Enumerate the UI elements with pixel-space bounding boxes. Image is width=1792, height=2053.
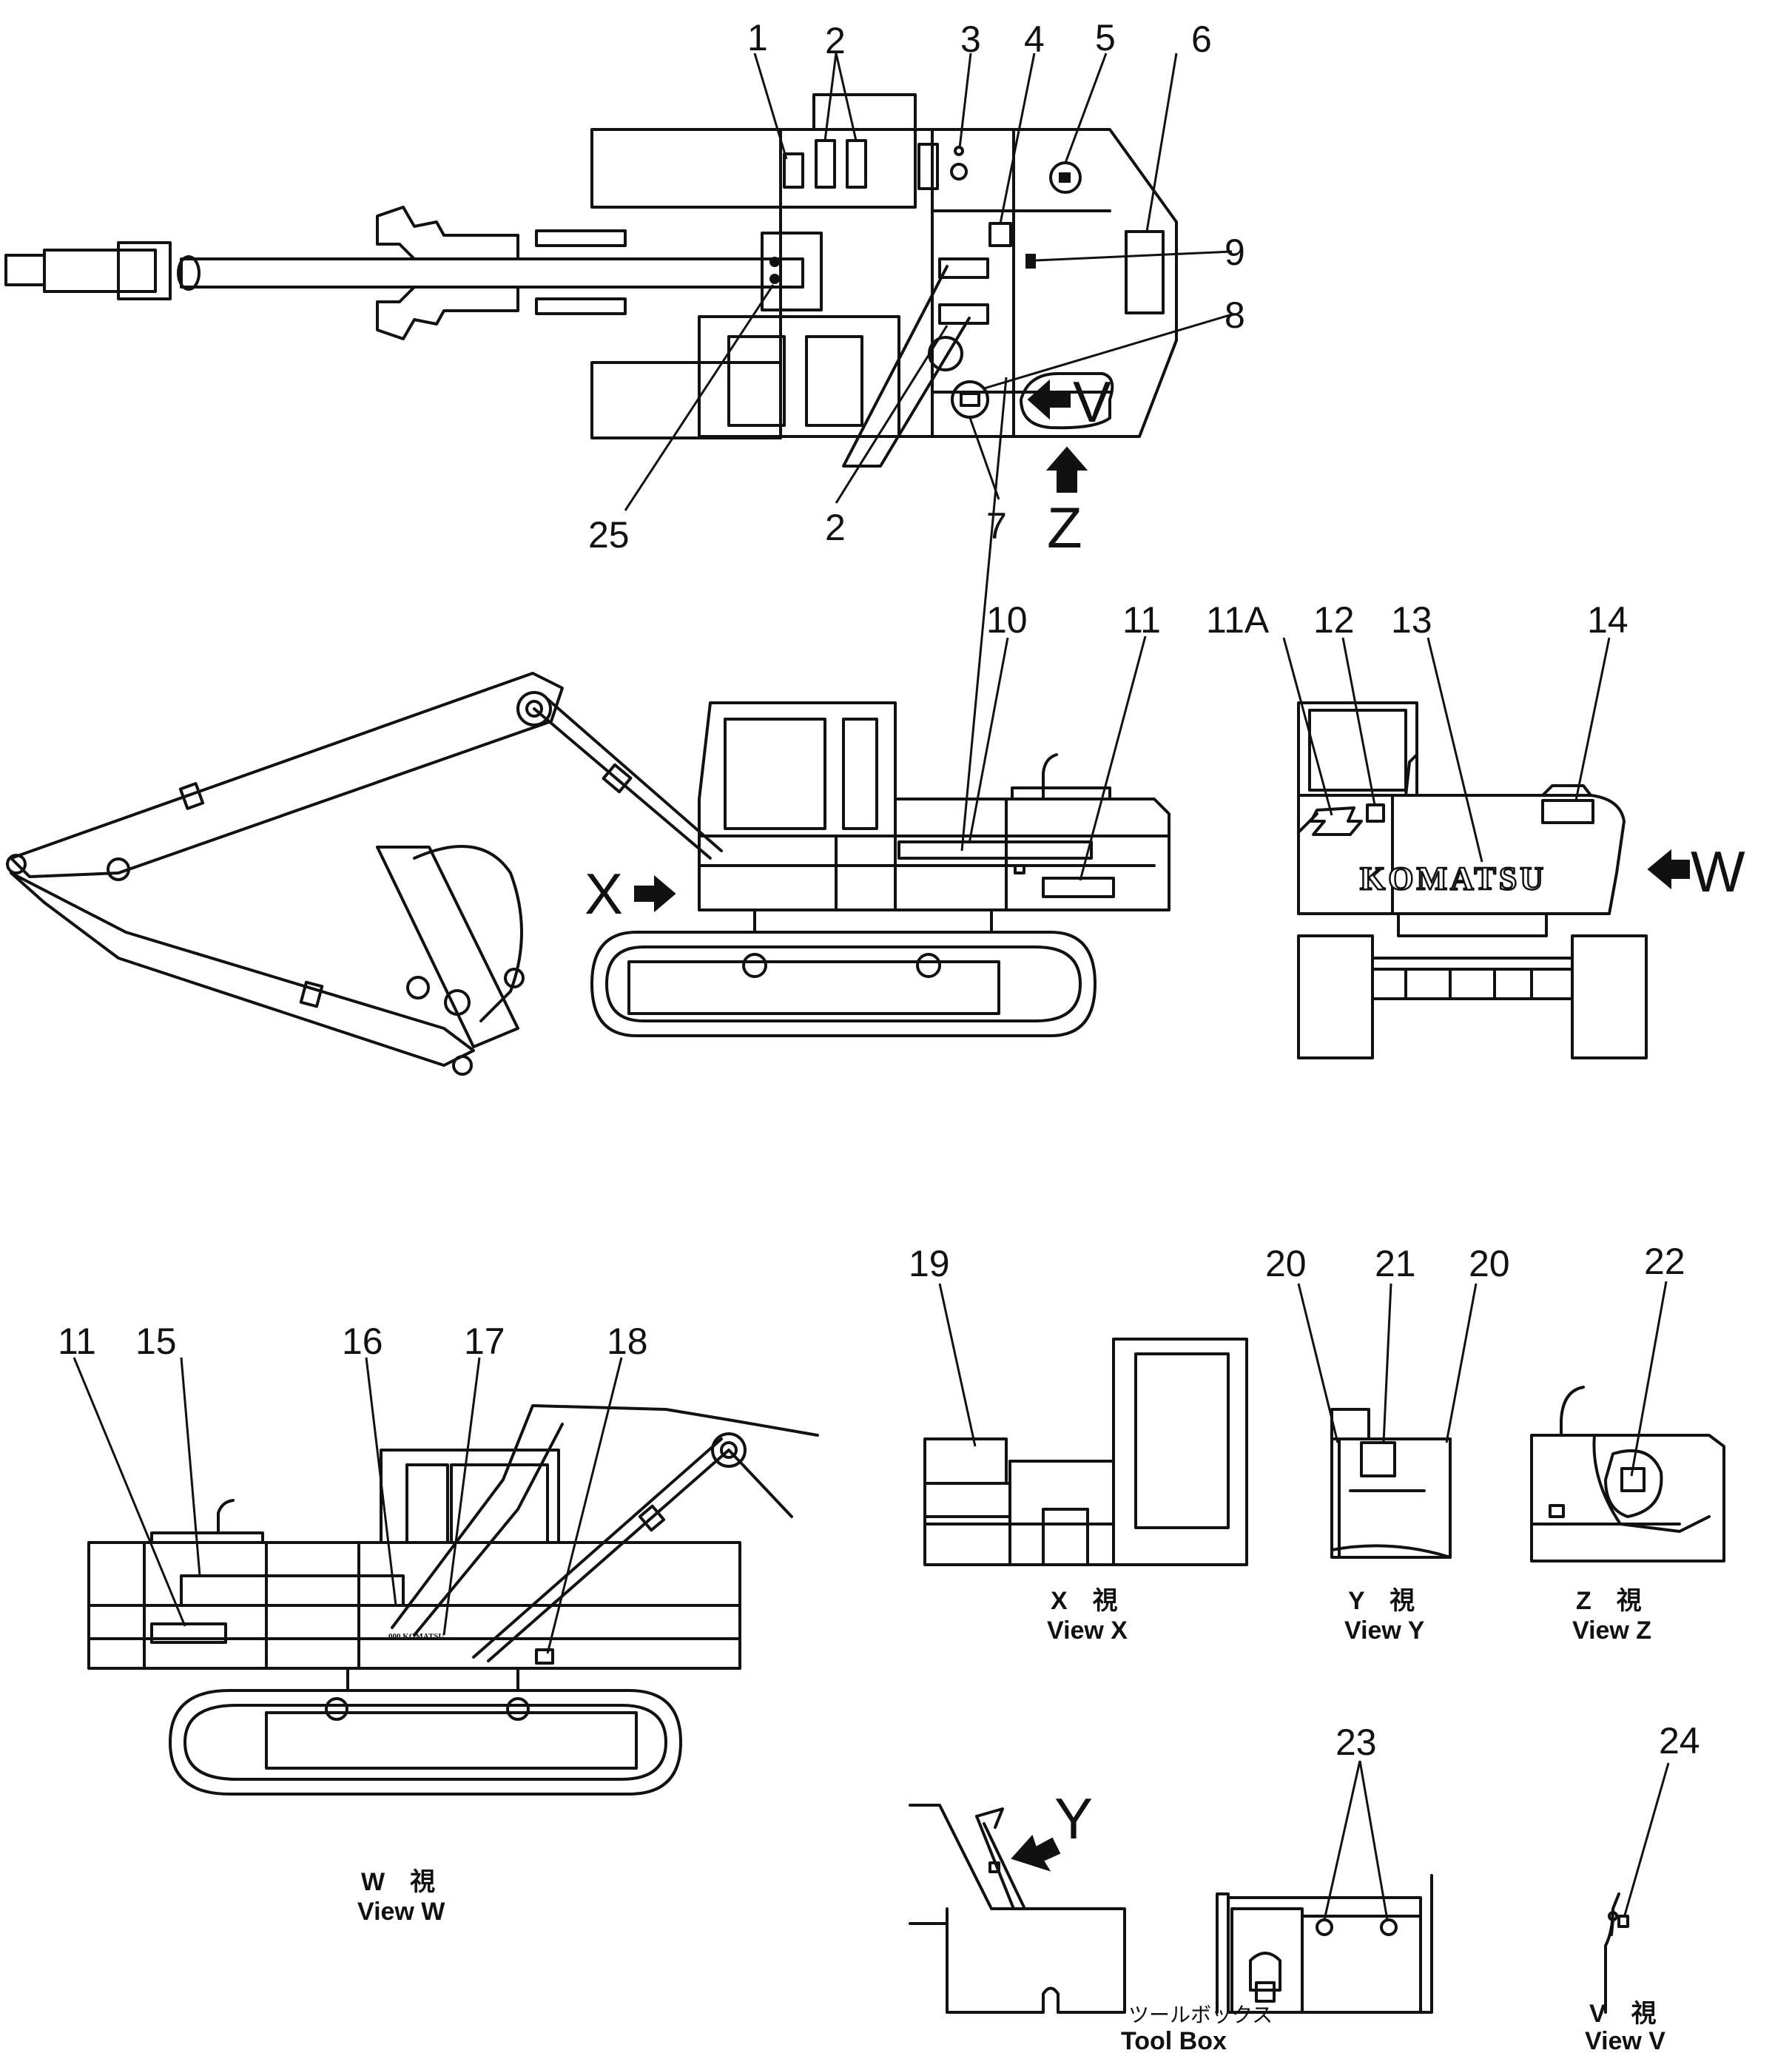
- callout-9: 9: [1225, 232, 1245, 273]
- callout-19: 19: [909, 1243, 950, 1284]
- callout-2: 2: [825, 20, 846, 61]
- view-x: 19 X 視 View X: [909, 1243, 1248, 1645]
- top-view-callouts: 1 2 3 4 5 6 9 8 25 2 7: [588, 17, 1245, 556]
- tool-box-view: Y 23 ツールボックス Tool Box: [909, 1722, 1433, 2053]
- callout-13: 13: [1391, 599, 1432, 641]
- callout-7: 7: [986, 505, 1007, 547]
- callout-8: 8: [1225, 294, 1245, 336]
- callout-3: 3: [960, 18, 981, 60]
- tool-box-caption-jp: ツールボックス: [1128, 2003, 1273, 2027]
- view-z-caption: View Z: [1572, 1617, 1651, 1645]
- view-w-label: W: [1691, 839, 1745, 904]
- callout-16: 16: [342, 1321, 383, 1362]
- view-v-arrow: V: [1027, 369, 1111, 434]
- callout-17: 17: [464, 1321, 505, 1362]
- view-w-arrow: W: [1647, 839, 1745, 904]
- view-w: 000 KOMATSU: [87, 1404, 819, 1796]
- callout-20-right: 20: [1469, 1243, 1510, 1284]
- side-view-callouts: 10 11 X: [585, 599, 1161, 926]
- view-y: 20 21 20 Y 視 View Y: [1265, 1243, 1510, 1645]
- view-v-caption-jp: V 視: [1589, 2000, 1657, 2028]
- view-y-arrow-label: Y: [1054, 1786, 1093, 1851]
- view-v: 24 V 視 View V: [1585, 1720, 1700, 2053]
- view-z-label: Z: [1047, 495, 1082, 560]
- callout-2-lower: 2: [825, 507, 846, 548]
- callout-11: 11: [1122, 599, 1161, 641]
- view-w-caption-jp: W 視: [361, 1868, 435, 1896]
- top-view-boom: [4, 206, 823, 340]
- callout-15: 15: [135, 1321, 177, 1362]
- callout-21: 21: [1375, 1243, 1416, 1284]
- front-view: KOMATSU: [1297, 701, 1648, 1059]
- callout-20-left: 20: [1265, 1243, 1307, 1284]
- view-x-caption-jp: X 視: [1051, 1587, 1118, 1615]
- view-z: 22 Z 視 View Z: [1530, 1241, 1725, 1645]
- view-x-caption: View X: [1047, 1617, 1128, 1645]
- view-x-label: X: [585, 861, 623, 926]
- view-z-arrow: Z: [1045, 446, 1088, 560]
- front-view-callouts: 11A 12 13 14 W: [1206, 599, 1745, 904]
- callout-6: 6: [1191, 18, 1212, 60]
- callout-10: 10: [986, 599, 1028, 641]
- view-v-label: V: [1073, 369, 1111, 434]
- view-y-caption-jp: Y 視: [1348, 1587, 1415, 1615]
- callout-23: 23: [1335, 1722, 1377, 1763]
- side-view-body: [590, 377, 1170, 1037]
- callout-1: 1: [747, 17, 768, 58]
- callout-4: 4: [1024, 18, 1045, 60]
- side-brand-logo: 000 KOMATSU: [388, 1632, 444, 1641]
- view-y-caption: View Y: [1344, 1617, 1425, 1645]
- callout-12: 12: [1313, 599, 1355, 641]
- view-v-caption: View V: [1585, 2027, 1665, 2053]
- callout-11-view-w: 11: [58, 1321, 96, 1362]
- top-view: 1 2 3 4 5 6 9 8 25 2 7 V Z: [4, 17, 1245, 560]
- callout-18: 18: [607, 1321, 648, 1362]
- callout-24: 24: [1659, 1720, 1700, 1762]
- front-brand-logo: KOMATSU: [1360, 860, 1546, 897]
- view-w-callouts: 11 15 16 17 18 W 視 View W: [58, 1321, 648, 1926]
- callout-22: 22: [1644, 1241, 1685, 1282]
- callout-25: 25: [588, 514, 630, 556]
- view-x-arrow: X: [585, 861, 676, 926]
- callout-5: 5: [1095, 17, 1116, 58]
- view-z-caption-jp: Z 視: [1576, 1587, 1642, 1615]
- tool-box-caption: Tool Box: [1121, 2027, 1227, 2053]
- side-view-left: [6, 672, 723, 1076]
- callout-14: 14: [1587, 599, 1628, 641]
- callout-11A: 11A: [1206, 599, 1270, 641]
- view-w-caption: View W: [357, 1898, 445, 1926]
- top-view-body: [590, 93, 1178, 468]
